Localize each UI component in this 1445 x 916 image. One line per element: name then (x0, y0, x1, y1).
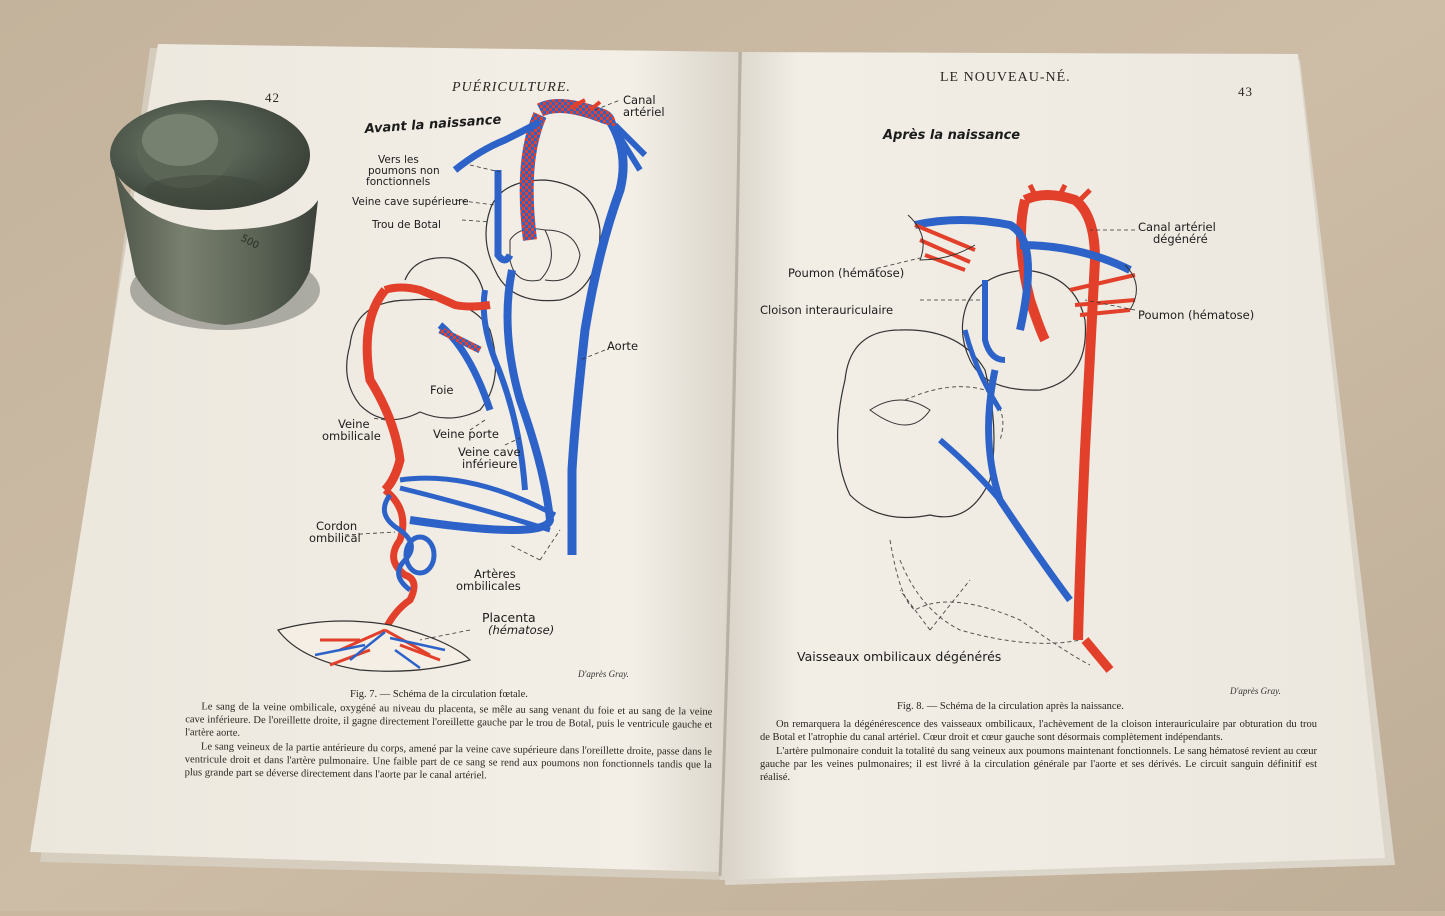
aorta-branch (605, 116, 648, 172)
lung-left-vessels (914, 223, 976, 272)
fig7-caption: Fig. 7. — Schéma de la circulation fœtal… (350, 689, 528, 700)
umbilical-artery (399, 485, 551, 533)
aorta-vessel (567, 115, 628, 555)
label-ombilical: ombilical (309, 531, 361, 545)
label-inferieure: inférieure (462, 457, 517, 471)
liver-detail (869, 399, 931, 426)
lung-outline (404, 257, 486, 301)
brass-weight (110, 100, 320, 330)
label-veine-cave-sup: Veine cave supérieure (352, 196, 469, 208)
label-cloison: Cloison interauriculaire (760, 303, 893, 317)
pulmonary-artery-left (452, 118, 542, 173)
left-credit: D'après Gray. (577, 669, 629, 679)
fetal-circulation-diagram (277, 98, 648, 672)
degenerated-vessels (899, 386, 1081, 644)
label-poumon-right: Poumon (hématose) (1138, 308, 1254, 322)
umbilical-cord-artery (381, 493, 414, 592)
right-credit: D'après Gray. (1229, 686, 1281, 696)
lung-right (1124, 264, 1137, 311)
umbilical-cord (381, 487, 418, 632)
umbilical-artery (399, 475, 557, 518)
leader-lines (869, 229, 1136, 631)
cord-loop (403, 534, 437, 576)
vena-cava-superior (982, 280, 1006, 363)
lung-right-vessels (1069, 273, 1136, 317)
veine-porte-vessel (938, 437, 1003, 502)
fig8-title: Après la naissance (882, 128, 1020, 143)
left-body-text: Le sang de la veine ombilicale, oxygéné … (185, 700, 713, 785)
label-fonctionnels: fonctionnels (366, 176, 430, 188)
label-aorte: Aorte (607, 339, 638, 353)
right-running-head: LE NOUVEAU-NÉ. (940, 70, 1071, 85)
left-paragraph-2: Le sang veineux de la partie antérieure … (184, 741, 712, 782)
right-page (720, 52, 1385, 880)
book-gutter (718, 51, 742, 877)
left-page-number: 42 (265, 90, 280, 105)
label-arteriel: artériel (623, 105, 665, 119)
label-vaisseaux: Vaisseaux ombilicaux dégénérés (797, 649, 1001, 664)
label-hematose: (hématose) (488, 623, 554, 637)
right-paragraph-1: On remarquera la dégénérescence des vais… (760, 719, 1317, 743)
label-veine-cave: Veine cave (458, 445, 521, 459)
fig8-caption: Fig. 8. — Schéma de la circulation après… (897, 701, 1124, 712)
degenerated-vessels (889, 539, 1091, 666)
left-paragraph-1: Le sang de la veine ombilicale, oxygéné … (185, 701, 713, 739)
heart-outline (961, 269, 1087, 391)
label-placenta: Placenta (482, 610, 536, 625)
pulmonary-artery (914, 216, 1032, 331)
label-ombilicales: ombilicales (456, 579, 521, 593)
fig7-title: Avant la naissance (363, 112, 502, 137)
label-arteres: Artères (474, 567, 516, 581)
weight-stamp: 500 (239, 233, 261, 252)
postnatal-circulation-diagram (837, 183, 1137, 673)
liver-outline (837, 329, 995, 519)
label-veine: Veine (338, 417, 370, 431)
label-poumon-left: Poumon (hématose) (788, 266, 904, 280)
leader-lines (344, 99, 621, 641)
ductus-venosus (438, 326, 482, 354)
left-running-head: PUÉRICULTURE. (452, 80, 571, 95)
right-body-text: On remarquera la dégénérescence des vais… (760, 718, 1317, 784)
right-paragraph-2: L'artère pulmonaire conduit la totalité … (760, 746, 1317, 783)
label-canal-arteriel: Canal artériel (1138, 220, 1216, 234)
label-degenere: dégénéré (1153, 232, 1208, 246)
canal-arteriel-vessel (536, 99, 616, 127)
umbilical-vein-upper (383, 283, 491, 311)
vena-cava-inferior (409, 269, 555, 534)
hepatic-vein (480, 289, 528, 491)
vena-cava-superior (494, 170, 514, 264)
label-poumons-non: poumons non (368, 165, 440, 177)
vessel-branch (569, 98, 602, 112)
liver-outline (346, 298, 497, 421)
label-canal: Canal (623, 93, 656, 107)
label-ombilicale: ombilicale (322, 429, 381, 443)
aorta-vessel (1022, 190, 1101, 641)
lung-left (907, 214, 976, 261)
hepatic-vein (962, 329, 1003, 412)
label-cordon: Cordon (316, 519, 357, 533)
aorta-end (1081, 637, 1114, 673)
label-vers-les: Vers les (378, 154, 419, 166)
pulmonary-artery-right (1019, 241, 1132, 274)
label-trou-botal: Trou de Botal (371, 219, 441, 231)
label-veine-porte: Veine porte (433, 427, 499, 441)
veine-ombilicale-vessel (362, 287, 405, 494)
heart-chamber (544, 229, 581, 282)
label-foie: Foie (430, 383, 454, 397)
right-page-number: 43 (1238, 84, 1253, 99)
aorta-branches (1027, 183, 1092, 202)
placenta-vessels-blue (314, 631, 446, 670)
